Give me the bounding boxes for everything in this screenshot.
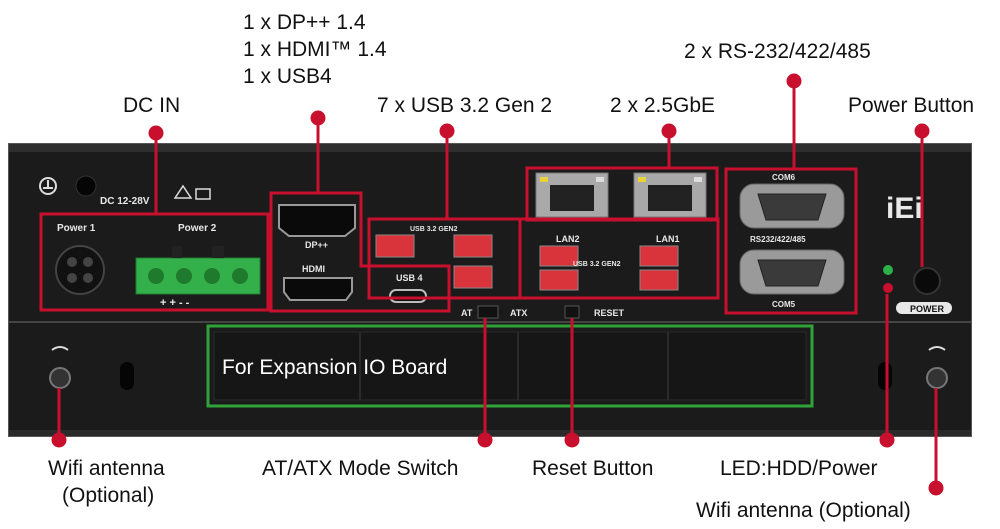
- callout-usb32: 7 x USB 3.2 Gen 2: [377, 94, 553, 117]
- usb-port-2: [453, 234, 493, 258]
- wifi-right-icon: [928, 346, 946, 351]
- chassis-divider: [9, 321, 971, 323]
- callout-usb4: 1 x USB4: [243, 65, 332, 88]
- rs-label: RS232/422/485: [750, 235, 806, 244]
- usb4-label: USB 4: [396, 273, 423, 283]
- power2-label: Power 2: [178, 223, 217, 234]
- hdmi-port: [283, 277, 353, 301]
- power-label: POWER: [910, 304, 945, 314]
- slot-right: [878, 362, 892, 390]
- wifi-antenna-right: [926, 367, 948, 389]
- warning-icon: [173, 184, 193, 199]
- callout-dp: 1 x DP++ 1.4: [243, 11, 366, 34]
- com-box: [724, 167, 858, 315]
- callout-wifi-left-optional: (Optional): [62, 484, 155, 507]
- callout-power-button: Power Button: [848, 94, 975, 117]
- callout-wifi-left: Wifi antenna: [48, 457, 165, 480]
- usb-port-5: [639, 245, 679, 267]
- brand-logo: iEi: [886, 192, 923, 225]
- chassis-bottom-lip: [9, 430, 971, 436]
- callout-at-atx: AT/ATX Mode Switch: [262, 457, 459, 480]
- wifi-antenna-left: [49, 367, 71, 389]
- led-power: [883, 283, 893, 293]
- usb4-port: [389, 289, 427, 303]
- power1-connector: [55, 245, 105, 295]
- manual-icon: [195, 188, 211, 200]
- chassis-top-lip: [9, 144, 971, 152]
- callout-reset: Reset Button: [532, 457, 654, 480]
- lan-box: [525, 166, 719, 222]
- at-label: AT: [461, 308, 473, 318]
- callout-lines: [51, 73, 944, 496]
- usb-port-4: [539, 245, 579, 267]
- expansion-io-box: [206, 324, 814, 408]
- lan1-label: LAN1: [656, 234, 680, 244]
- usb-gen2-top-label: USB 3.2 GEN2: [410, 226, 458, 233]
- reset-button-switch: [564, 305, 580, 319]
- callout-gbe: 2 x 2.5GbE: [610, 94, 716, 117]
- power1-label: Power 1: [57, 223, 96, 234]
- callout-wifi-right: Wifi antenna (Optional): [696, 499, 911, 522]
- slot-left: [120, 362, 134, 390]
- terminal-signs: + + - -: [160, 297, 190, 309]
- usb-port-1: [375, 234, 415, 258]
- dp-port: [278, 204, 356, 237]
- lan2-label: LAN2: [556, 234, 580, 244]
- usb-port-3: [453, 265, 493, 289]
- dp-label: DP++: [305, 240, 328, 250]
- usb-port-6: [539, 269, 579, 291]
- callout-dc-in: DC IN: [123, 94, 181, 117]
- power-button: [913, 267, 941, 295]
- at-atx-switch: [477, 305, 499, 319]
- usb-gen2-mid-label: USB 3.2 GEN2: [573, 261, 621, 268]
- dc-rating-text: DC 12-28V: [100, 196, 150, 207]
- callout-led: LED:HDD/Power: [720, 457, 878, 480]
- hdmi-label: HDMI: [302, 264, 325, 274]
- expansion-label: For Expansion IO Board: [222, 356, 448, 379]
- com5-label: COM5: [772, 300, 796, 309]
- usb-port-7: [639, 269, 679, 291]
- led-hdd: [883, 265, 893, 275]
- callout-rs232: 2 x RS-232/422/485: [684, 40, 871, 63]
- wifi-left-icon: [51, 346, 69, 351]
- reset-label: RESET: [594, 308, 625, 318]
- ground-icon: [39, 177, 57, 195]
- atx-label: ATX: [510, 308, 527, 318]
- screw-hole: [75, 175, 97, 197]
- callout-hdmi: 1 x HDMI™ 1.4: [243, 38, 387, 61]
- video-usb4-box: [269, 191, 451, 313]
- com6-label: COM6: [772, 173, 796, 182]
